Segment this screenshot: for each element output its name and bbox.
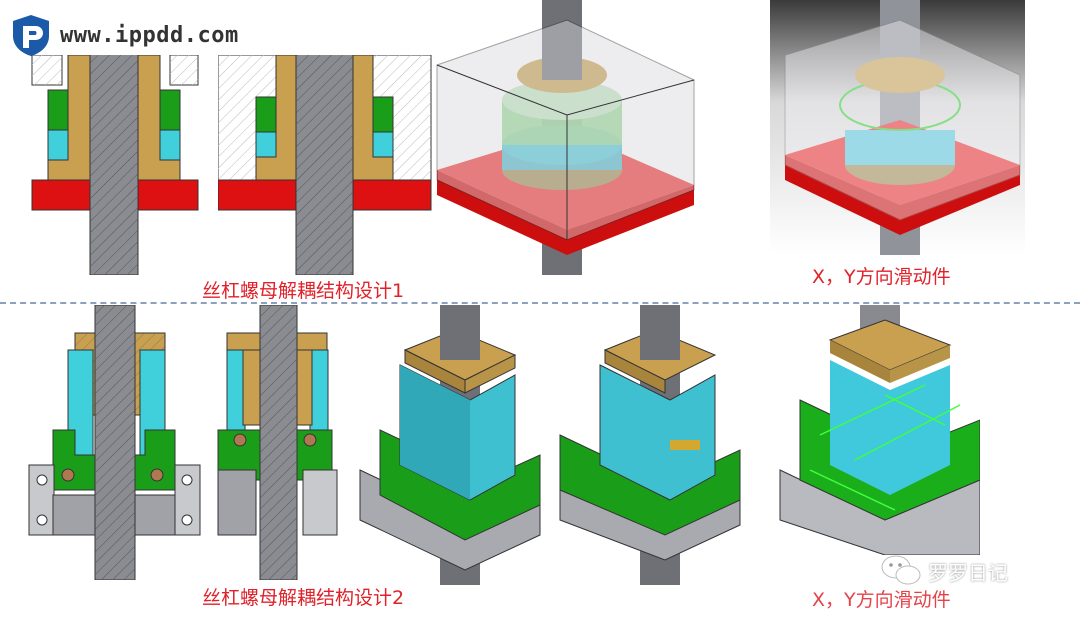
- site-url: www.ippdd.com: [60, 22, 239, 48]
- wechat-icon: [881, 555, 921, 585]
- caption-xy-slider-2: X，Y方向滑动件: [812, 589, 951, 611]
- section-view-1b: [218, 55, 432, 275]
- section-view-1a: [31, 55, 199, 275]
- shield-p-logo-icon: [13, 15, 49, 56]
- isometric-assembly-2b: [559, 305, 741, 585]
- section-view-2a: [28, 305, 201, 580]
- caption-xy-slider-1: X，Y方向滑动件: [812, 266, 951, 288]
- xy-slider-transparent: [770, 0, 1025, 255]
- wechat-watermark: 罗罗日记: [880, 553, 1008, 589]
- wechat-account-name: 罗罗日记: [928, 560, 1008, 585]
- isometric-assembly-2a: [359, 305, 541, 585]
- site-logo: www.ippdd.com: [8, 12, 239, 58]
- section-divider: [0, 302, 1080, 304]
- section-view-2b: [217, 305, 338, 580]
- caption-design-1: 丝杠螺母解耦结构设计1: [202, 280, 405, 302]
- isometric-transparent-housing: [436, 0, 695, 275]
- xy-slider-isometric: [779, 305, 980, 555]
- caption-design-2: 丝杠螺母解耦结构设计2: [202, 587, 405, 609]
